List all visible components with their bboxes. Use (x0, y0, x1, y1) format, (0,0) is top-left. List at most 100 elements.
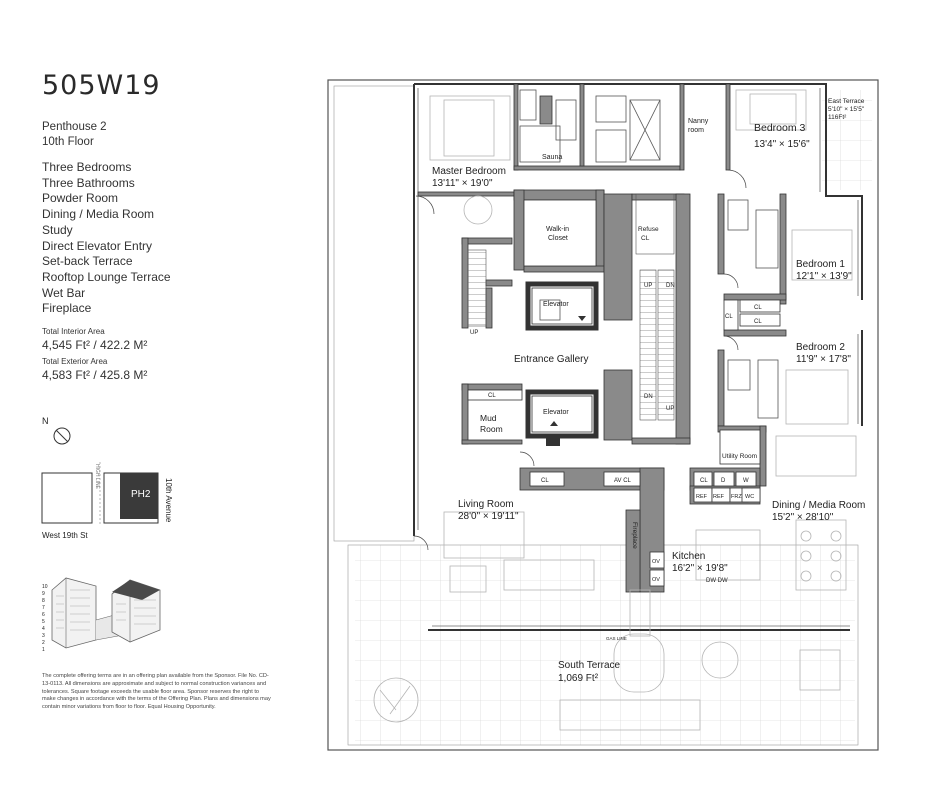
dishwasher-label: DW DW (706, 578, 728, 584)
highline-label: HIGH LINE (94, 464, 100, 490)
bedroom2-name: Bedroom 2 (796, 342, 845, 353)
master-bedroom-dim: 13'11" × 19'0" (432, 178, 493, 189)
furniture (373, 89, 857, 731)
east-terrace-area: 116Ft² (828, 114, 847, 121)
floor-number: 2 (42, 640, 45, 646)
fireplace-label: Fireplace (631, 522, 638, 549)
interior-area-value: 4,545 Ft² / 422.2 M² (42, 338, 148, 352)
floor-number: 6 (42, 612, 45, 618)
walkin-label-2: Closet (548, 235, 568, 242)
room-labels: Master Bedroom 13'11" × 19'0" Sauna Nann… (432, 98, 865, 684)
disclaimer-text: The complete offering terms are in an of… (42, 673, 271, 711)
exterior-walls (413, 83, 863, 631)
bathroom-fixtures (519, 89, 779, 419)
feature-item: Set-back Terrace (42, 254, 133, 269)
master-bedroom-name: Master Bedroom (432, 166, 506, 177)
cl-label: CL (541, 478, 549, 484)
ph2-highlight (120, 473, 158, 519)
nanny-label-2: room (688, 127, 704, 134)
key-plan: HIGH LINE PH2 10th Avenue West 19th St (41, 462, 173, 540)
floor-number: 8 (42, 598, 45, 604)
fixture-labels: CL CL AV CL CL CL CL CL D W REF REF FRZ … (470, 283, 762, 641)
kitchen-name: Kitchen (672, 551, 705, 562)
bedroom3-dim: 13'4" × 15'6" (754, 139, 810, 150)
kitchen-dim: 16'2" × 19'8" (672, 563, 728, 574)
oven-label: OV (652, 577, 660, 583)
floor-number: 1 (42, 647, 45, 653)
east-terrace-name: East Terrace (828, 98, 865, 105)
living-room-dim: 28'0" × 19'11" (458, 511, 519, 522)
feature-item: Fireplace (42, 301, 92, 316)
feature-item: Study (42, 222, 73, 237)
unit-info: Penthouse 2 10th Floor (42, 120, 107, 150)
up-label: UP (470, 330, 478, 336)
up-label: UP (666, 406, 674, 412)
up-label: UP (644, 283, 652, 289)
stairs (467, 193, 675, 421)
interior-area-label: Total Interior Area (42, 327, 105, 336)
south-terrace-area: 1,069 Ft² (558, 673, 599, 684)
bedroom1-dim: 12'1" × 13'9" (796, 271, 852, 282)
exterior-area-value: 4,583 Ft² / 425.8 M² (42, 368, 148, 382)
cl-label: CL (725, 314, 733, 320)
feature-item: Dining / Media Room (42, 207, 155, 222)
plan-outline (327, 79, 879, 751)
exterior-area-label: Total Exterior Area (42, 357, 108, 366)
dn-label: DN (666, 283, 675, 289)
floor-number: 9 (42, 591, 45, 597)
bedroom1-name: Bedroom 1 (796, 259, 845, 270)
floor-number: 5 (42, 619, 45, 625)
gas-line-label: GAS LINE (606, 636, 627, 641)
compass: N (42, 416, 71, 445)
utility-room-label: Utility Room (722, 453, 757, 460)
wc-label: WC (745, 494, 754, 500)
bedroom3-name: Bedroom 3 (754, 122, 806, 134)
south-terrace-tiles (355, 545, 855, 745)
cl-label: CL (754, 305, 762, 311)
elevator-label-upper: Elevator (543, 301, 569, 308)
unit-floor: 10th Floor (42, 136, 94, 148)
avcl-label: AV CL (614, 478, 632, 484)
ref-label: REF (713, 494, 725, 500)
dn-label: DN (644, 394, 653, 400)
elevator-indicators (546, 316, 586, 446)
unit-name: Penthouse 2 (42, 121, 107, 133)
building-axonometric: 10 9 8 7 6 5 4 3 2 1 (42, 577, 161, 653)
mud-room-label-2: Room (480, 424, 503, 434)
ph2-tag: PH2 (131, 489, 151, 500)
dining-name: Dining / Media Room (772, 500, 865, 511)
floor-number: 7 (42, 605, 45, 611)
feature-item: Powder Room (42, 191, 119, 206)
compass-label: N (42, 416, 49, 426)
south-terrace-name: South Terrace (558, 660, 621, 671)
cl-label: CL (754, 319, 762, 325)
cl-label: CL (700, 478, 708, 484)
tenth-avenue-label: 10th Avenue (164, 478, 173, 523)
walkin-label-1: Walk-in (546, 226, 569, 233)
nanny-label-1: Nanny (688, 118, 709, 125)
refuse-label-2: CL (641, 235, 650, 242)
elevator-label-lower: Elevator (543, 409, 569, 416)
feature-item: Three Bathrooms (42, 175, 135, 190)
feature-item: Rooftop Lounge Terrace (42, 269, 171, 284)
feature-item: Direct Elevator Entry (42, 238, 153, 253)
ref-label: REF (696, 494, 708, 500)
bedroom2-dim: 11'9" × 17'8" (796, 354, 851, 365)
floor-number: 3 (42, 633, 45, 639)
brand-logo: 505W19 (42, 70, 161, 101)
feature-list: Three Bedrooms Three Bathrooms Powder Ro… (42, 160, 171, 317)
cl-label: CL (488, 393, 496, 399)
mud-room-label-1: Mud (480, 413, 497, 423)
refuse-label-1: Refuse (638, 226, 659, 233)
floor-number: 4 (42, 626, 45, 632)
washer-label: W (743, 478, 749, 484)
sauna-label: Sauna (542, 154, 562, 161)
feature-item: Wet Bar (42, 285, 86, 300)
west-19th-label: West 19th St (42, 531, 88, 540)
oven-label: OV (652, 559, 660, 565)
feature-item: Three Bedrooms (42, 160, 132, 174)
dryer-label: D (721, 478, 726, 484)
entrance-gallery-label: Entrance Gallery (514, 354, 588, 365)
living-room-name: Living Room (458, 499, 514, 510)
